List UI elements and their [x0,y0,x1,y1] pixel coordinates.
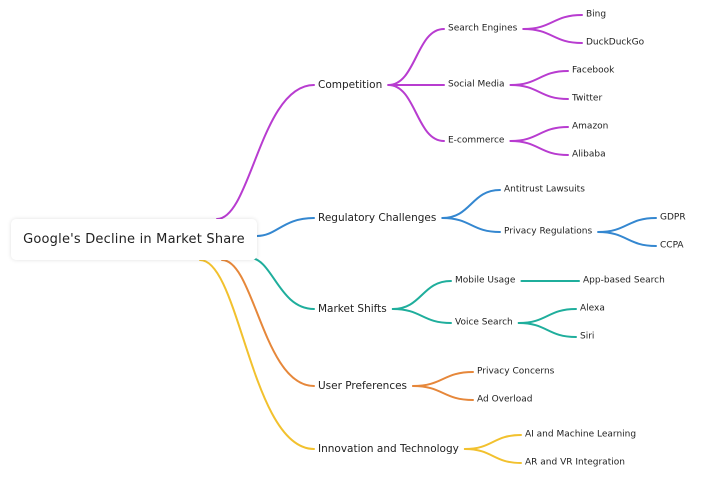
edge-regulatory-challenges-to-privacy-regulations [441,217,501,233]
edge-root-to-user-preferences [221,259,315,387]
edge-competition-to-e-commerce [387,84,445,142]
edge-market-shifts-to-mobile-usage [391,280,452,310]
leaf-app-based-search[interactable]: App-based Search [583,275,665,286]
edge-search-engines-to-duckduckgo [522,28,583,44]
leaf-duckduckgo[interactable]: DuckDuckGo [586,37,645,48]
node-mobile-usage[interactable]: Mobile Usage [455,275,516,286]
edge-competition-to-search-engines [387,28,445,86]
node-search-engines[interactable]: Search Engines [448,23,518,34]
node-privacy-concerns[interactable]: Privacy Concerns [477,366,555,377]
edge-root-to-competition [216,84,315,220]
branch-market-shifts[interactable]: Market Shifts [318,302,387,315]
node-privacy-regulations[interactable]: Privacy Regulations [504,226,593,237]
leaf-bing[interactable]: Bing [586,9,607,20]
node-social-media[interactable]: Social Media [448,79,505,90]
leaf-alibaba[interactable]: Alibaba [572,149,606,160]
edge-e-commerce-to-amazon [509,126,569,142]
node-voice-search[interactable]: Voice Search [455,317,513,328]
node-ai-and-machine-learning[interactable]: AI and Machine Learning [525,429,637,440]
edge-market-shifts-to-voice-search [391,308,452,324]
leaf-siri[interactable]: Siri [580,331,595,342]
edge-social-media-to-facebook [509,70,569,86]
edge-e-commerce-to-alibaba [509,140,569,156]
node-antitrust-lawsuits[interactable]: Antitrust Lawsuits [504,184,585,195]
branch-user-preferences[interactable]: User Preferences [318,379,408,392]
edge-root-to-innovation-and-technology [199,259,315,450]
edge-root-to-market-shifts [249,257,315,310]
edge-voice-search-to-alexa [517,308,577,324]
edge-innovation-and-technology-to-ai-and-machine-learning [463,434,522,450]
node-ar-and-vr-integration[interactable]: AR and VR Integration [525,457,625,468]
branch-innovation-and-technology[interactable]: Innovation and Technology [318,442,459,455]
edge-voice-search-to-siri [517,322,577,338]
node-e-commerce[interactable]: E-commerce [448,135,505,146]
leaf-gdpr[interactable]: GDPR [660,212,686,223]
branch-competition[interactable]: Competition [318,78,383,91]
edge-search-engines-to-bing [522,14,583,30]
leaf-ccpa[interactable]: CCPA [660,240,684,251]
edge-root-to-regulatory-challenges [256,217,315,237]
branch-regulatory-challenges[interactable]: Regulatory Challenges [318,211,437,224]
root-node[interactable]: Google's Decline in Market Share [11,219,257,260]
leaf-amazon[interactable]: Amazon [572,121,609,132]
node-ad-overload[interactable]: Ad Overload [477,394,533,405]
root-label: Google's Decline in Market Share [23,232,245,247]
edge-privacy-regulations-to-ccpa [597,231,657,247]
edge-user-preferences-to-privacy-concerns [412,371,474,387]
edge-user-preferences-to-ad-overload [412,385,474,401]
edge-social-media-to-twitter [509,84,569,100]
edge-regulatory-challenges-to-antitrust-lawsuits [441,189,501,219]
edge-privacy-regulations-to-gdpr [597,217,657,233]
edge-innovation-and-technology-to-ar-and-vr-integration [463,448,522,464]
leaf-twitter[interactable]: Twitter [572,93,603,104]
leaf-alexa[interactable]: Alexa [580,303,605,314]
leaf-facebook[interactable]: Facebook [572,65,615,76]
